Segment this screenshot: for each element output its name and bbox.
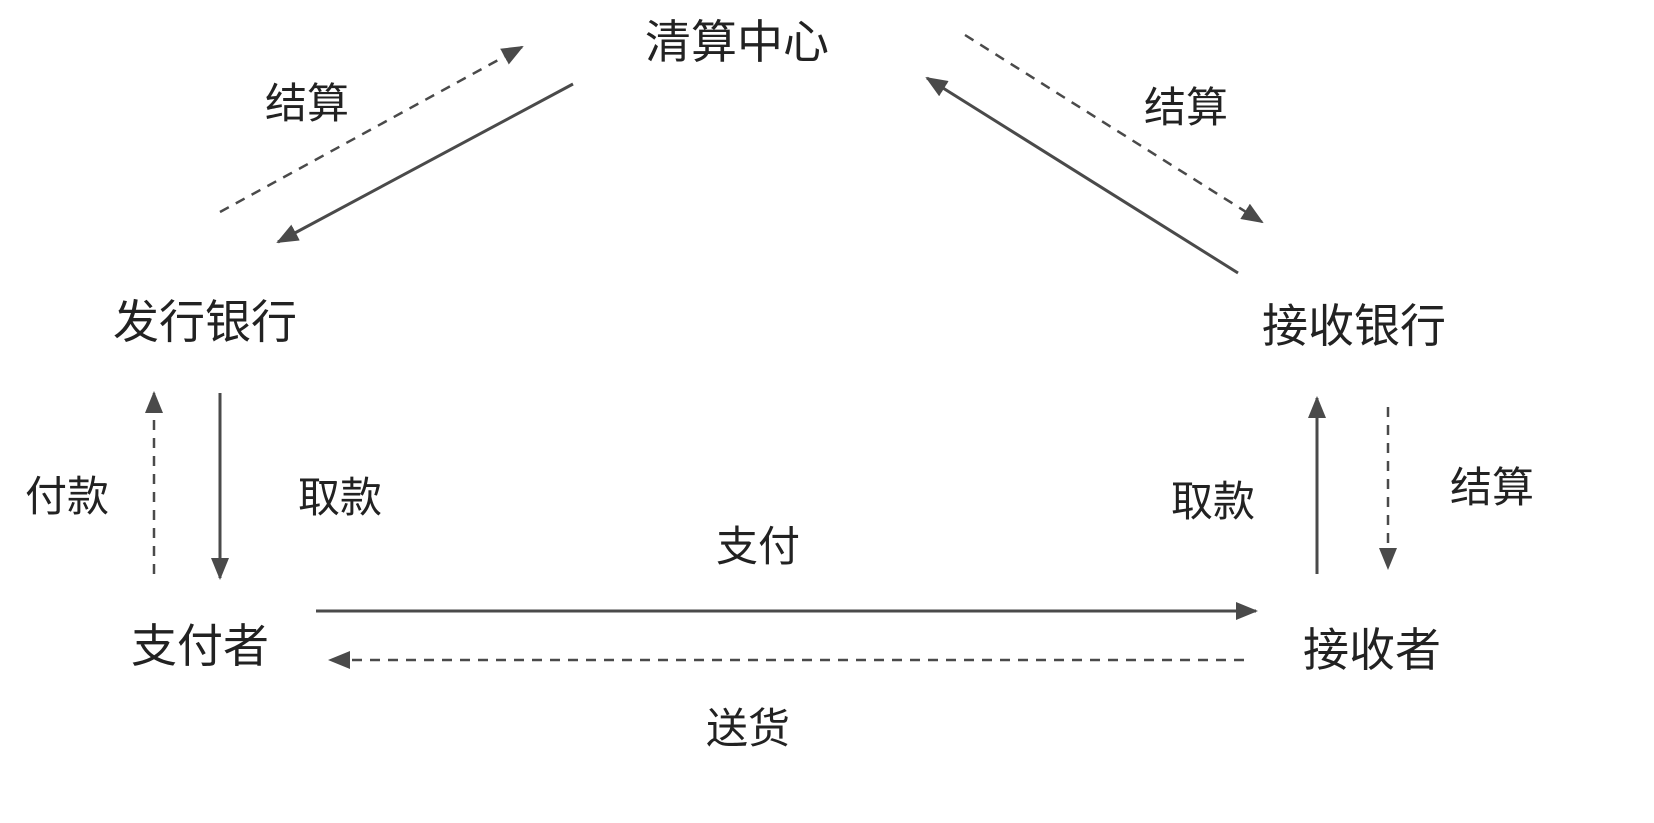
node-receiving-bank: 接收银行: [1262, 299, 1446, 353]
label-settle-top-left: 结算: [265, 79, 349, 128]
arrow-clearing-to-issuing: [276, 82, 574, 244]
node-payer: 支付者: [131, 619, 269, 673]
node-receiver: 接收者: [1303, 623, 1441, 677]
node-issuing-bank: 发行银行: [113, 295, 297, 349]
label-settle-top-right: 结算: [1144, 83, 1228, 132]
label-withdraw-left: 取款: [298, 473, 382, 522]
arrow-settle-issuing-to-clearing: [219, 45, 524, 214]
node-clearing-center: 清算中心: [645, 15, 829, 69]
label-payment: 支付: [716, 522, 800, 571]
arrow-settle-clearing-to-receiving: [964, 33, 1264, 224]
label-pay-money: 付款: [25, 472, 109, 521]
label-settle-right: 结算: [1450, 463, 1534, 512]
arrow-receiving-to-clearing: [925, 76, 1239, 275]
label-withdraw-right: 取款: [1171, 477, 1255, 526]
label-delivery: 送货: [706, 704, 790, 753]
